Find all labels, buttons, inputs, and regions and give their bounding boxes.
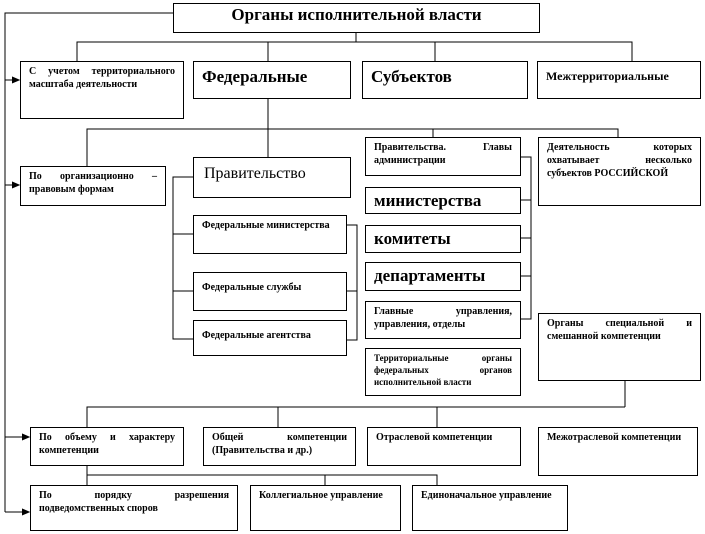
intersectoral-competence-box: Межотраслевой компетенции	[538, 427, 698, 476]
subjects-box: Субъектов	[362, 61, 528, 99]
special-competence-box: Органы специальной и смешанной компетенц…	[538, 313, 701, 381]
criterion-territorial-scale: С учетом территориального масштаба деяте…	[20, 61, 184, 119]
federal-services-box: Федеральные службы	[193, 272, 347, 311]
federal-agencies-box: Федеральные агентства	[193, 320, 347, 356]
subject-ministries-box: министерства	[365, 187, 521, 214]
criterion-legal-form: По организационно – правовым формам	[20, 166, 166, 206]
criterion-disputes: По порядку разрешения подведомственных с…	[30, 485, 238, 531]
root-title: Органы исполнительной власти	[173, 3, 540, 33]
interterritorial-box: Межтерриториальные	[537, 61, 701, 99]
subject-departments-box: департаменты	[365, 262, 521, 291]
general-competence-box: Общей компетенции (Правительства и др.)	[203, 427, 356, 466]
sole-management-box: Единоначальное управление	[412, 485, 568, 531]
subject-government-box: Правительства. Главы администрации	[365, 137, 521, 176]
federal-box: Федеральные	[193, 61, 351, 99]
government-box: Правительство	[193, 157, 351, 198]
subject-committees-box: комитеты	[365, 225, 521, 253]
interterritorial-activity-box: Деятельность которых охватывает нескольк…	[538, 137, 701, 206]
federal-ministries-box: Федеральные министерства	[193, 215, 347, 254]
territorial-federal-organs-box: Территориальные органы федеральных орган…	[365, 348, 521, 396]
sectoral-competence-box: Отраслевой компетенции	[367, 427, 521, 466]
criterion-competence: По объему и характеру компетенции	[30, 427, 184, 466]
collegial-management-box: Коллегиальное управление	[250, 485, 401, 531]
subject-directorates-box: Главные управления, управления, отделы	[365, 301, 521, 339]
